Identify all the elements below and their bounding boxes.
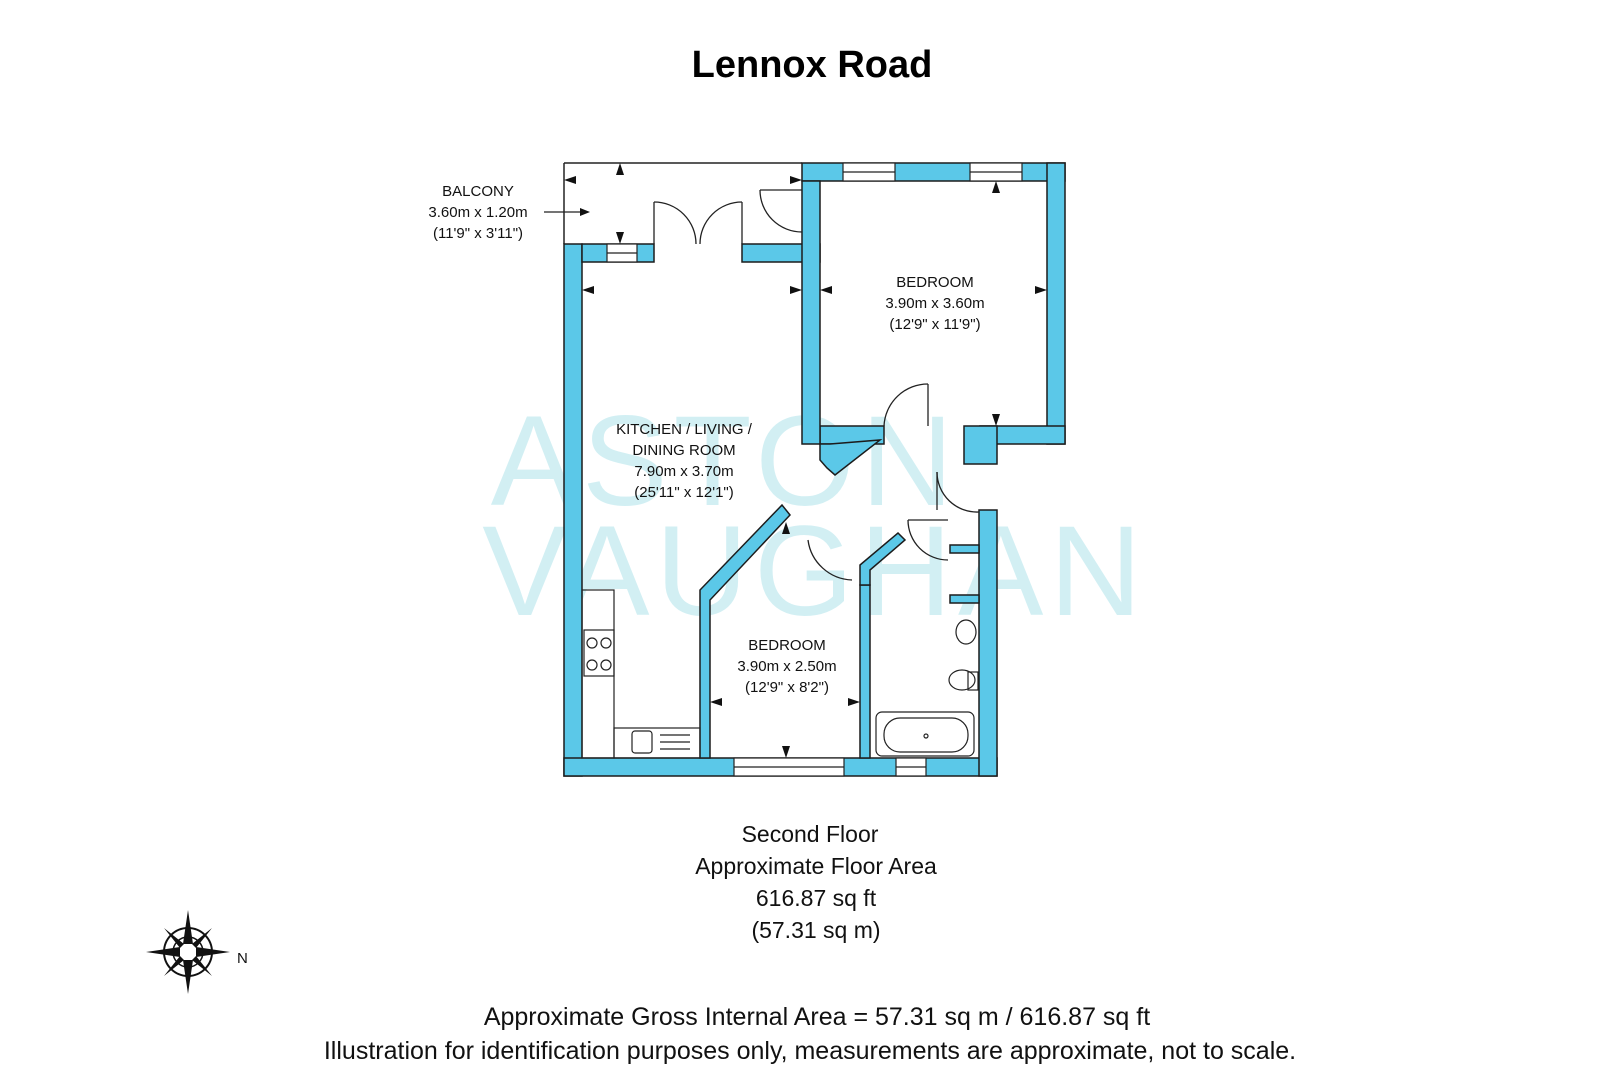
bedroom-2-metric: 3.90m x 2.50m — [737, 658, 836, 675]
floor-area-sqft: 616.87 sq ft — [756, 885, 877, 911]
floor-area-block: Second Floor Approximate Floor Area 616.… — [695, 821, 937, 943]
bedroom-1-label: BEDROOM 3.90m x 3.60m (12'9" x 11'9") — [885, 274, 984, 333]
balcony-name: BALCONY — [442, 183, 514, 200]
windows — [606, 162, 1023, 777]
floor-area-label: Approximate Floor Area — [695, 853, 937, 879]
bedroom-1-name: BEDROOM — [896, 274, 974, 291]
balcony-metric: 3.60m x 1.20m — [428, 204, 527, 221]
kitchen-label: KITCHEN / LIVING / DINING ROOM 7.90m x 3… — [616, 421, 753, 501]
floor-area-sqm: (57.31 sq m) — [751, 917, 880, 943]
kitchen-name-line2: DINING ROOM — [632, 442, 735, 459]
disclaimer-text: Illustration for identification purposes… — [324, 1037, 1296, 1065]
watermark-line2: VAUGHAN — [482, 500, 1148, 643]
watermark-logo: ASTON VAUGHAN — [482, 390, 1148, 643]
kitchen-name-line1: KITCHEN / LIVING / — [616, 421, 753, 438]
bedroom-1-metric: 3.90m x 3.60m — [885, 295, 984, 312]
balcony-outline — [563, 162, 802, 244]
kitchen-units — [581, 589, 701, 759]
bedroom-2-label: BEDROOM 3.90m x 2.50m (12'9" x 8'2") — [737, 637, 836, 696]
bedroom-1-imperial: (12'9" x 11'9") — [889, 316, 980, 333]
bedroom-2-imperial: (12'9" x 8'2") — [745, 679, 829, 696]
balcony-pointer-head — [580, 208, 590, 216]
doors — [653, 189, 980, 581]
dimension-arrows — [564, 163, 1047, 758]
kitchen-metric: 7.90m x 3.70m — [634, 463, 733, 480]
balcony-imperial: (11'9" x 3'11") — [433, 225, 523, 242]
bathroom-fixtures — [875, 619, 979, 757]
plan-title: Lennox Road — [692, 44, 933, 86]
balcony-label: BALCONY 3.60m x 1.20m (11'9" x 3'11") — [428, 183, 590, 242]
floor-name: Second Floor — [742, 821, 879, 847]
compass-north-label: N — [237, 950, 248, 967]
bedroom-2-name: BEDROOM — [748, 637, 826, 654]
kitchen-imperial: (25'11" x 12'1") — [634, 484, 734, 501]
gross-area-text: Approximate Gross Internal Area = 57.31 … — [484, 1003, 1150, 1031]
compass-rose-icon — [146, 910, 230, 994]
